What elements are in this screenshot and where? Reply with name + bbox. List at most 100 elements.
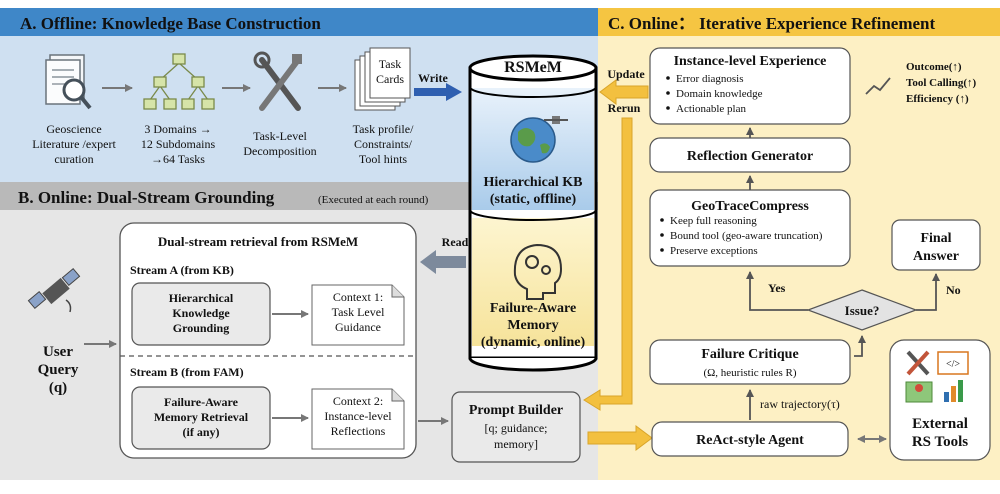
step4-line1: Task profile/: [353, 122, 414, 136]
issue-diamond: [806, 289, 918, 331]
task-cards-icon: Task Cards: [354, 47, 411, 111]
prompt-builder-title: Prompt Builder: [469, 403, 563, 418]
panel-b-subtitle: (Executed at each round): [318, 194, 429, 206]
panel-a-title: A. Offline: Knowledge Base Construction: [20, 14, 321, 33]
rsmem-title: RSMeM: [504, 59, 562, 76]
trend-up-icon: [865, 77, 891, 95]
context1-line2: Task Level: [332, 305, 385, 319]
final-answer-box: [891, 219, 981, 271]
geotrace-item3: Preserve exceptions: [670, 245, 758, 257]
no-label: No: [946, 283, 961, 297]
instance-exp-title: Instance-level Experience: [674, 54, 827, 69]
raw-trajectory: raw trajectory(τ): [760, 397, 840, 411]
geotrace-title: GeoTraceCompress: [691, 199, 809, 214]
task-card-line1: Task: [379, 57, 402, 71]
write-label: Write: [418, 71, 448, 85]
read-arrow: [420, 250, 466, 274]
panel-c-header: [598, 8, 1000, 36]
external-tools-line2: RS Tools: [912, 434, 968, 450]
panel-c-title: C. Online： Iterative Experience Refineme…: [608, 14, 936, 33]
step2-line1: 3 Domains →: [144, 122, 211, 136]
no-arrow: [916, 273, 940, 311]
famr-line1: Failure-Aware: [164, 395, 239, 409]
kb-subtitle: (static, offline): [490, 192, 577, 207]
update-arrow: [599, 79, 649, 105]
fam-subtitle: (dynamic, online): [481, 335, 586, 350]
step1-line1: Geoscience: [46, 122, 101, 136]
fam-title-line2: Memory: [507, 318, 558, 333]
context2-line2: Instance-level: [324, 409, 392, 423]
reflection-generator: Reflection Generator: [687, 149, 813, 164]
panel-a-header: [0, 8, 598, 36]
instance-exp-item2: Domain knowledge: [676, 88, 763, 100]
step4-line3: Tool hints: [359, 152, 407, 166]
metric-efficiency: Efficiency (↑): [906, 93, 969, 105]
globe-satellite-icon: [510, 116, 568, 163]
instance-exp-item1: Error diagnosis: [676, 73, 744, 85]
prompt-builder-body2: memory]: [494, 437, 538, 451]
instance-exp-box: [649, 47, 851, 125]
step2-line2: 12 Subdomains: [141, 137, 216, 151]
critique-to-issue-arrow: [854, 335, 866, 357]
geotrace-box: [649, 189, 851, 267]
step1-line2: Literature /expert: [32, 137, 116, 151]
brain-gears-icon: [513, 243, 563, 300]
context1-line1: Context 1:: [333, 290, 383, 304]
step1-line3: curation: [54, 152, 93, 166]
fam-title-line1: Failure-Aware: [490, 301, 576, 316]
user-query-line3: (q): [49, 380, 67, 396]
step4-line2: Constraints/: [354, 137, 413, 151]
step3-line1: Task-Level: [253, 129, 307, 143]
prompt-to-agent-arrow: [587, 425, 653, 451]
user-query-line1: User: [43, 344, 73, 360]
update-label: Update: [607, 67, 645, 81]
code-icon: </>: [946, 359, 960, 370]
geotrace-item2: Bound tool (geo-aware truncation): [670, 230, 823, 242]
prompt-builder-box: [451, 391, 581, 463]
hierarchy-tree-icon: [143, 53, 215, 110]
stream-a-label: Stream A (from KB): [130, 263, 234, 277]
kb-title: Hierarchical KB: [484, 175, 583, 190]
context1-line3: Guidance: [335, 320, 381, 334]
hkg-line2: Knowledge: [172, 306, 230, 320]
context1-note: [311, 284, 405, 346]
failure-critique-box: [649, 339, 851, 385]
geotrace-item1: Keep full reasoning: [670, 215, 757, 227]
step2-line3: →64 Tasks: [151, 152, 205, 166]
famr-line2: Memory Retrieval: [154, 410, 249, 424]
instance-exp-item3: Actionable plan: [676, 103, 746, 115]
prompt-builder-body1: [q; guidance;: [485, 421, 548, 435]
metric-outcome: Outcome(↑): [906, 61, 962, 73]
hkg-line1: Hierarchical: [169, 291, 234, 305]
react-agent-box: [651, 421, 849, 457]
read-label: Read: [442, 235, 469, 249]
famr-line3: (if any): [183, 425, 220, 439]
fam-layer: [472, 218, 594, 346]
final-answer-line1: Final: [920, 231, 951, 246]
metric-tool-calling: Tool Calling(↑): [906, 77, 977, 89]
satellite-icon: [27, 267, 81, 313]
panel-b-title: B. Online: Dual-Stream Grounding: [18, 188, 275, 207]
reflection-generator-box: [649, 137, 851, 173]
failure-critique-title: Failure Critique: [701, 347, 798, 362]
yes-arrow: [746, 271, 808, 311]
issue-label: Issue?: [845, 303, 880, 318]
context2-note: [311, 388, 405, 450]
task-card-line2: Cards: [376, 72, 404, 86]
hkg-box: [131, 282, 271, 346]
react-agent: ReAct-style Agent: [696, 433, 804, 448]
rerun-label: Rerun: [608, 101, 641, 115]
step3-line2: Decomposition: [243, 144, 316, 158]
yes-label: Yes: [768, 281, 786, 295]
rs-tools-icon: </>: [905, 350, 969, 403]
context2-line3: Reflections: [331, 424, 386, 438]
context2-line1: Context 2:: [333, 394, 383, 408]
rsmem-store: RSMeM: [468, 54, 598, 372]
hkg-line3: Grounding: [173, 321, 229, 335]
stream-b-label: Stream B (from FAM): [130, 365, 244, 379]
write-arrow: [414, 83, 462, 101]
tools-icon: [253, 51, 302, 111]
final-answer-line2: Answer: [913, 249, 959, 264]
